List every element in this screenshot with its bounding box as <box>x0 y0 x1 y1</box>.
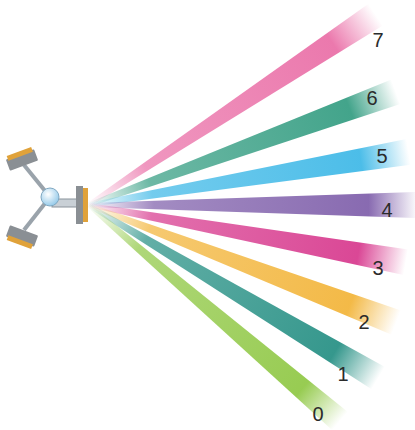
light-beams <box>80 4 415 430</box>
panel <box>5 225 38 249</box>
channel-number: 3 <box>372 258 383 278</box>
device <box>5 146 88 249</box>
channel-number: 2 <box>358 312 369 332</box>
beam <box>80 196 348 430</box>
channel-number: 5 <box>376 146 387 166</box>
channel-number: 1 <box>337 364 348 384</box>
hub <box>41 188 59 206</box>
channel-number: 7 <box>372 30 383 50</box>
beam <box>83 193 401 335</box>
channel-number: 0 <box>312 404 323 424</box>
channel-number: 4 <box>381 200 392 220</box>
emitter <box>76 186 83 224</box>
channel-number: 6 <box>366 88 377 108</box>
emitter-face <box>83 188 88 222</box>
beam <box>81 194 385 389</box>
panel <box>5 146 38 170</box>
